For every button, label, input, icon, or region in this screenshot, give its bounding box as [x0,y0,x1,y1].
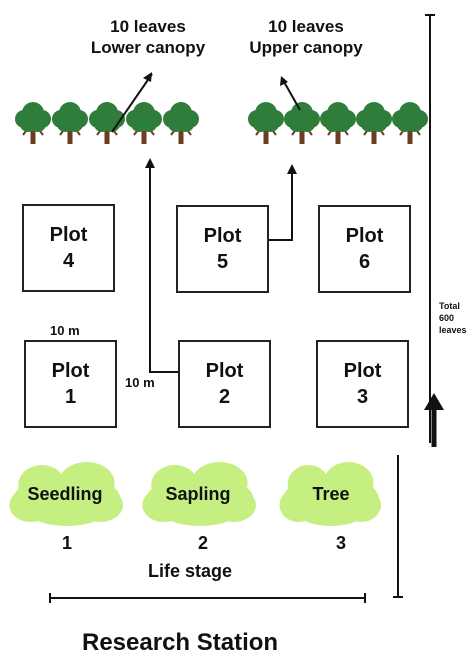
upper-canopy-label: 10 leaves Upper canopy [226,16,386,58]
tree-icon [284,102,320,144]
tree-icon [52,102,88,144]
total-unit: leaves [439,325,467,335]
plot-number: 4 [62,250,75,272]
plot2-route-line [149,166,178,373]
cloud-shape [142,462,256,526]
lower-canopy-name: Lower canopy [90,38,206,57]
up-arrow-head [424,393,444,410]
research-station-title: Research Station [82,629,279,656]
plot-1: Plot 1 [24,340,117,428]
total-count: 600 [439,313,455,323]
plot-word: Plot [203,225,242,247]
stage-number-2: 2 [197,533,208,553]
lower-canopy-label: 10 leaves Lower canopy [68,16,228,58]
tree-icon [163,102,199,144]
life-stage-clouds [9,462,381,526]
upper-canopy-arrowhead [280,76,288,86]
upper-canopy-arrow [282,79,301,111]
plot-number: 5 [216,251,229,273]
tree-icon [126,102,162,144]
total-word: Total [439,301,460,311]
tree-icon [320,102,356,144]
stage-number-3: 3 [335,533,346,553]
plot-number: 2 [218,386,231,408]
plot-word: Plot [51,360,90,382]
plot-number: 6 [358,251,371,273]
upper-canopy-name: Upper canopy [249,38,363,57]
plot-word: Plot [49,224,88,246]
stage-label-tree: Tree [312,484,350,504]
plot5-route-arrowhead [287,164,297,174]
plot-5: Plot 5 [176,205,269,293]
tree-icon [356,102,392,144]
cloud-shape [9,462,123,526]
plot-width-label: 10 m [50,323,80,338]
plot-height-label: 10 m [125,375,155,390]
plot-word: Plot [343,360,382,382]
plot2-route-arrowhead [145,158,155,168]
lower-canopy-count: 10 leaves [110,17,186,36]
stage-number-1: 1 [61,533,72,553]
tree-group-lower [15,102,199,144]
tree-icon [392,102,428,144]
plot-3: Plot 3 [316,340,409,428]
upper-canopy-count: 10 leaves [268,17,344,36]
life-stage-axis-label: Life stage [148,561,233,581]
stage-label-seedling: Seedling [27,484,103,504]
total-label: Total 600 leaves [439,300,467,336]
plot-4: Plot 4 [22,204,115,292]
tree-icon [15,102,51,144]
plot-word: Plot [205,360,244,382]
cloud-shape [279,462,381,526]
stage-label-sapling: Sapling [165,484,231,504]
plot-number: 1 [64,386,77,408]
tree-icon [248,102,284,144]
plot-number: 3 [356,386,369,408]
plot-word: Plot [345,225,384,247]
plot-2: Plot 2 [178,340,271,428]
tree-group-upper [248,102,428,144]
tree-icon [89,102,125,144]
lower-canopy-arrowhead [143,72,152,82]
lower-canopy-arrow [111,73,153,133]
plot-6: Plot 6 [318,205,411,293]
